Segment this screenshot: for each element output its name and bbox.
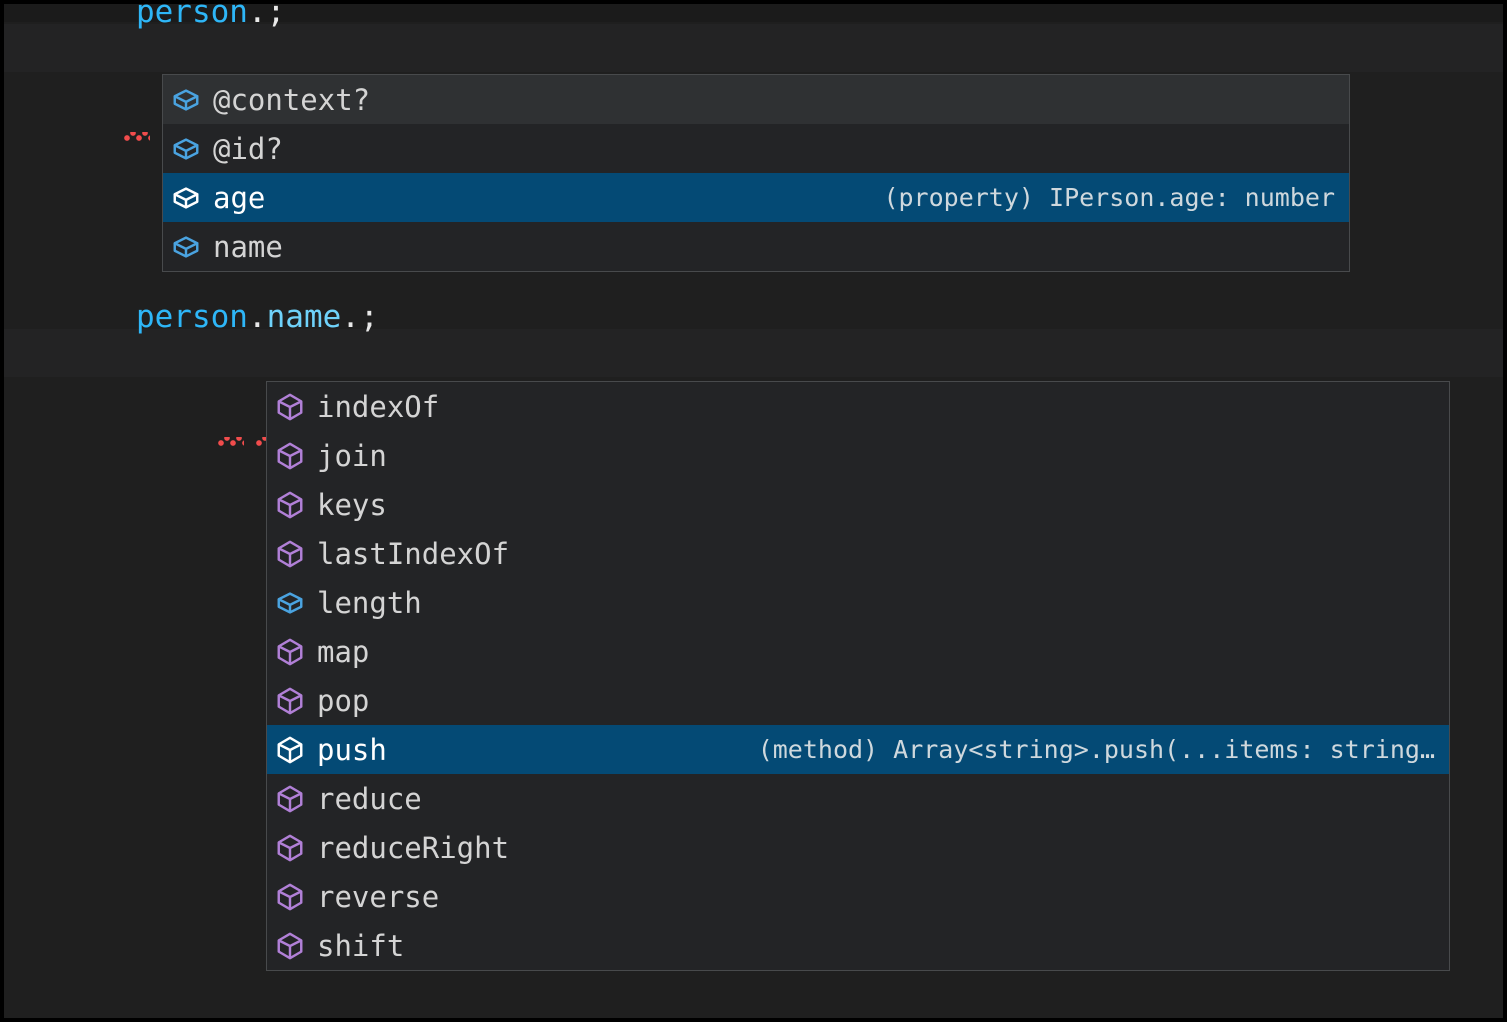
- token-dot: .: [341, 299, 360, 335]
- suggestion-item[interactable]: join: [267, 431, 1449, 480]
- suggestion-label: name: [213, 229, 283, 264]
- suggestion-item[interactable]: length: [267, 578, 1449, 627]
- suggestion-label: reduceRight: [317, 830, 510, 865]
- method-cube-icon: [277, 932, 303, 959]
- suggestion-item[interactable]: reverse: [267, 872, 1449, 921]
- suggestion-item[interactable]: @id?: [163, 124, 1349, 173]
- property-cube-icon: [277, 591, 303, 614]
- token-semicolon: ;: [359, 299, 379, 335]
- token-variable: person: [135, 4, 248, 30]
- suggest-widget-person-name[interactable]: indexOf join keys: [266, 381, 1450, 971]
- suggestion-item[interactable]: map: [267, 627, 1449, 676]
- suggestion-item-selected[interactable]: age (property) IPerson.age: number: [163, 173, 1349, 222]
- suggestion-label: length: [317, 585, 422, 620]
- suggest-widget-person[interactable]: @context? @id? age: [162, 74, 1350, 272]
- property-cube-icon: [173, 186, 199, 209]
- suggestion-item[interactable]: indexOf: [267, 382, 1449, 431]
- method-cube-icon: [277, 540, 303, 567]
- suggestion-label: join: [317, 438, 387, 473]
- method-cube-icon: [277, 736, 303, 763]
- token-dot: .: [247, 4, 267, 30]
- suggestion-detail: (method) Array<string>.push(...items: st…: [757, 735, 1435, 764]
- suggestion-detail: (property) IPerson.age: number: [883, 183, 1335, 212]
- suggestion-label: @id?: [213, 131, 283, 166]
- editor-top-strip: [4, 4, 1503, 22]
- method-cube-icon: [277, 393, 303, 420]
- code-line-1[interactable]: person.;: [4, 4, 1503, 141]
- error-squiggle: [124, 132, 150, 141]
- suggestion-label: age: [213, 180, 266, 215]
- method-cube-icon: [277, 687, 303, 714]
- suggestion-item[interactable]: name: [163, 222, 1349, 271]
- suggestion-label: indexOf: [317, 389, 440, 424]
- error-squiggle: [218, 437, 244, 446]
- suggestion-label: reverse: [317, 879, 440, 914]
- suggestion-label: @context?: [213, 82, 371, 117]
- editor-surface: person.; @context?: [4, 4, 1503, 1018]
- suggestion-item[interactable]: lastIndexOf: [267, 529, 1449, 578]
- code-line-2[interactable]: person.name.;: [4, 299, 1503, 446]
- suggestion-item[interactable]: reduce: [267, 774, 1449, 823]
- suggestion-item[interactable]: @context?: [163, 75, 1349, 124]
- suggestion-label: shift: [317, 928, 405, 963]
- suggestion-item[interactable]: shift: [267, 921, 1449, 970]
- suggestion-label: pop: [317, 683, 370, 718]
- suggestion-label: push: [317, 732, 387, 767]
- method-cube-icon: [277, 834, 303, 861]
- property-cube-icon: [173, 235, 199, 258]
- suggestion-label: map: [317, 634, 370, 669]
- suggestion-label: reduce: [317, 781, 422, 816]
- token-variable: person: [135, 299, 248, 335]
- property-cube-icon: [173, 137, 199, 160]
- token-dot: .: [247, 299, 267, 335]
- method-cube-icon: [277, 491, 303, 518]
- suggestion-item[interactable]: reduceRight: [267, 823, 1449, 872]
- suggestion-item-selected[interactable]: push (method) Array<string>.push(...item…: [267, 725, 1449, 774]
- suggestion-label: keys: [317, 487, 387, 522]
- suggestion-item[interactable]: pop: [267, 676, 1449, 725]
- suggestion-label: lastIndexOf: [317, 536, 510, 571]
- method-cube-icon: [277, 785, 303, 812]
- token-property: name: [266, 299, 342, 335]
- suggestion-item[interactable]: keys: [267, 480, 1449, 529]
- property-cube-icon: [173, 88, 199, 111]
- method-cube-icon: [277, 638, 303, 665]
- method-cube-icon: [277, 883, 303, 910]
- token-semicolon: ;: [266, 4, 286, 30]
- method-cube-icon: [277, 442, 303, 469]
